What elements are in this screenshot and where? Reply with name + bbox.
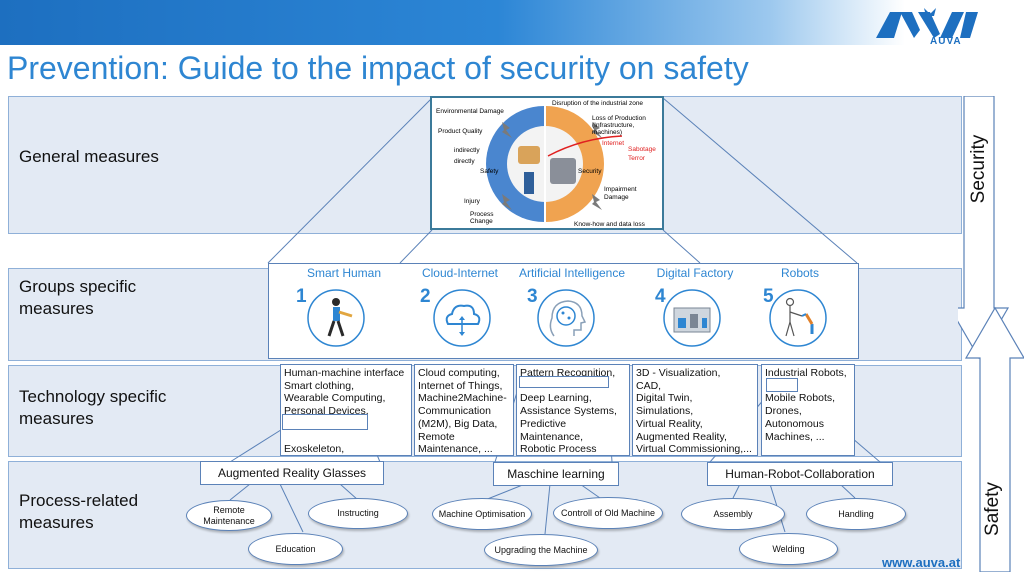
robot-icon bbox=[769, 289, 827, 347]
ellipse-controll-old-machine: Controll of Old Machine bbox=[553, 497, 663, 529]
label-product-quality: Product Quality bbox=[438, 128, 483, 135]
label-impairment: Impairment bbox=[604, 186, 637, 193]
label-damage: Damage bbox=[604, 194, 629, 201]
row-label-process: Process-related measures bbox=[19, 491, 139, 532]
worker-icon bbox=[307, 289, 365, 347]
auva-logo-icon bbox=[876, 8, 978, 38]
group-title-ai: Artificial Intelligence bbox=[518, 266, 626, 280]
ellipse-assembly: Assembly bbox=[681, 498, 785, 530]
group-num-2: 2 bbox=[420, 286, 431, 307]
label-process-change: Process Change bbox=[470, 211, 494, 225]
group-title-smart-human: Smart Human bbox=[306, 266, 382, 280]
group-title-digital-factory: Digital Factory bbox=[656, 266, 734, 280]
label-injury: Injury bbox=[464, 198, 480, 205]
ellipse-instructing: Instructing bbox=[308, 498, 408, 529]
label-know-how: Know-how and data loss bbox=[574, 221, 645, 228]
callout-frame-ar bbox=[282, 414, 368, 430]
logo-text: AUVA bbox=[930, 36, 962, 47]
row-label-technology: Technology specific measures bbox=[19, 387, 167, 428]
factory-icon bbox=[663, 289, 721, 347]
row-label-general: General measures bbox=[19, 147, 159, 166]
impact-circle-graphic bbox=[486, 106, 623, 222]
label-disruption: Disruption of the industrial zone bbox=[552, 100, 644, 107]
brain-icon bbox=[537, 289, 595, 347]
tech-box-smart-human: Human-machine interface Smart clothing, … bbox=[280, 364, 412, 456]
impact-diagram: Environmental Damage Product Quality ind… bbox=[430, 96, 664, 230]
cloud-icon bbox=[433, 289, 491, 347]
header-bar bbox=[0, 0, 905, 45]
ellipse-handling: Handling bbox=[806, 498, 906, 530]
group-num-1: 1 bbox=[296, 286, 307, 307]
group-num-3: 3 bbox=[527, 286, 538, 307]
ellipse-upgrading-machine: Upgrading the Machine bbox=[484, 534, 598, 566]
label-terror: Terror bbox=[628, 155, 645, 162]
footer-url: www.auva.at bbox=[882, 555, 961, 570]
group-num-4: 4 bbox=[655, 286, 666, 307]
callout-frame-ml bbox=[519, 376, 609, 388]
group-title-cloud-internet: Cloud-Internet bbox=[421, 266, 499, 280]
page-title: Prevention: Guide to the impact of secur… bbox=[7, 50, 749, 86]
ellipse-education: Education bbox=[248, 533, 343, 565]
process-machine-learning: Maschine learning bbox=[493, 462, 619, 486]
label-environmental-damage: Environmental Damage bbox=[436, 108, 504, 115]
group-title-robots: Robots bbox=[780, 266, 820, 280]
label-safety: Safety bbox=[480, 168, 499, 175]
tech-box-digital-factory: 3D - Visualization, CAD, Digital Twin, S… bbox=[632, 364, 758, 456]
tech-box-cloud-internet: Cloud computing, Internet of Things, Mac… bbox=[414, 364, 514, 456]
ellipse-machine-optimisation: Machine Optimisation bbox=[432, 498, 532, 530]
label-loss-of-production: Loss of Production (Infrastructure, mach… bbox=[592, 115, 646, 136]
ellipse-welding: Welding bbox=[739, 533, 838, 565]
tech-box-robots: Industrial Robots, Mobile Robots, Drones… bbox=[761, 364, 855, 456]
ellipse-remote-maintenance: Remote Maintenance bbox=[186, 500, 272, 531]
process-ar-glasses: Augmented Reality Glasses bbox=[200, 461, 384, 485]
label-internet: Internet bbox=[602, 140, 625, 147]
process-human-robot-collaboration: Human-Robot-Collaboration bbox=[707, 462, 893, 486]
label-directly: directly bbox=[454, 158, 475, 165]
row-label-groups: Groups specific measures bbox=[19, 277, 137, 318]
callout-frame-hrc bbox=[766, 378, 798, 392]
label-sabotage: Sabotage bbox=[628, 146, 656, 153]
security-safety-arrows bbox=[958, 96, 1024, 572]
label-indirectly: indirectly bbox=[454, 147, 480, 154]
label-security: Security bbox=[578, 168, 602, 175]
group-num-5: 5 bbox=[763, 286, 774, 307]
